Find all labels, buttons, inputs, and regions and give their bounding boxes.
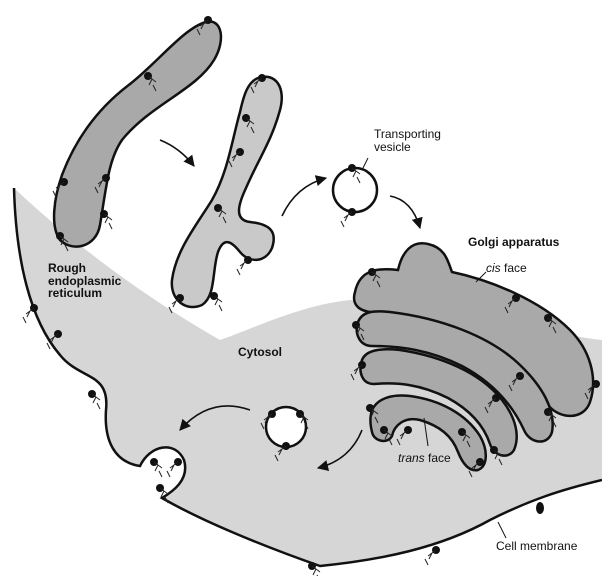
label-transporting-vesicle-line1: Transporting <box>374 128 441 141</box>
arrow-vesicle-to-golgi <box>390 196 420 228</box>
label-cis-word: cis <box>486 261 501 275</box>
arrow-er-to-er <box>160 140 194 166</box>
label-trans-rest: face <box>425 451 451 465</box>
label-cell-membrane: Cell membrane <box>496 540 577 553</box>
arrow-er-to-vesicle <box>282 178 326 216</box>
leader-transporting-vesicle <box>362 158 368 170</box>
label-golgi-apparatus: Golgi apparatus <box>468 236 559 249</box>
label-rough-er-line3: reticulum <box>48 287 121 300</box>
oligosaccharide-sprig <box>312 566 320 576</box>
transport-vesicle-top <box>333 168 377 212</box>
rough-er-cisterna-left <box>54 22 221 247</box>
leader-cell-membrane <box>498 522 506 538</box>
label-cis-face: cis face <box>486 262 527 275</box>
label-rough-er: Rough endoplasmic reticulum <box>48 262 121 300</box>
label-trans-word: trans <box>398 451 425 465</box>
label-rough-er-line1: Rough <box>48 262 121 275</box>
membrane-side-vesicle <box>536 502 544 514</box>
label-transporting-vesicle-line2: vesicle <box>374 141 441 154</box>
label-transporting-vesicle: Transporting vesicle <box>374 128 441 153</box>
label-cytosol: Cytosol <box>238 346 282 359</box>
rough-er-cisterna-right <box>172 77 282 307</box>
label-trans-face: trans face <box>398 452 451 465</box>
label-cis-rest: face <box>501 261 527 275</box>
